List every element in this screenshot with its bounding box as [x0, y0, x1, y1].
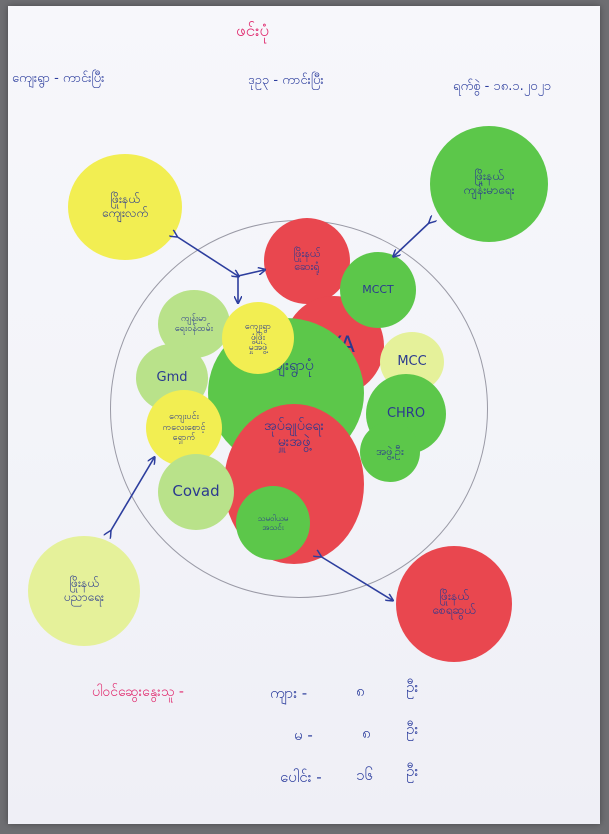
female-unit: ဦး: [406, 720, 419, 738]
outer-circle-bottom-left-label: ဖြိုးနယ် ပညာရေး: [64, 576, 104, 604]
circle-yellow-inner: ကျေးရွာ ဖွံ့ဖြိုး မှုအဖွဲ့: [222, 302, 294, 374]
header-center: ဒုဥ၃ - ကာင်းပြီး: [248, 73, 324, 88]
circle-bottom-green: သမဝါယမ အသင်း: [236, 486, 310, 560]
male-unit: ဦး: [406, 678, 419, 696]
page-title: ဖင်းပုံ: [236, 21, 270, 41]
circle-covad: Covad: [158, 454, 234, 530]
paper-sheet: ဖင်းပုံ ကျေးရွာ - ကာင်းပြီး ဒုဥ၃ - ကာင်း…: [8, 6, 600, 824]
circle-red-top-label: ဖြိုးနယ် ဆေးရုံ: [293, 247, 321, 273]
circle-center-red-label: အုပ်ချုပ်ရေး မှူးအဖွဲ့: [263, 418, 325, 451]
circle-mcct: MCCT: [340, 252, 416, 328]
circle-light-green-topleft-label: ကျန်းမာ ရေးဝန်ထမ်း: [174, 313, 214, 334]
participants-label: ပါဝင်ဆွေးနွေးသူ -: [92, 684, 184, 700]
male-value: ၈: [356, 682, 365, 700]
total-value: ၁၆: [356, 766, 373, 784]
total-unit: ဦး: [406, 762, 419, 780]
circle-bottom-green-label: သမဝါယမ အသင်း: [257, 513, 289, 532]
male-label: ကျား -: [270, 684, 308, 702]
outer-circle-bottom-right: ဖြိုးနယ် စေရဆွယ်: [396, 546, 512, 662]
header-left: ကျေးရွာ - ကာင်းပြီး: [12, 71, 105, 86]
circle-yellow-inner-label: ကျေးရွာ ဖွံ့ဖြိုး မှုအဖွဲ့: [244, 322, 272, 354]
outer-circle-bottom-left: ဖြိုးနယ် ပညာရေး: [28, 536, 140, 646]
circle-chro-label: CHRO: [386, 405, 426, 421]
circle-covad-label: Covad: [172, 482, 220, 501]
female-value: ၈: [362, 724, 371, 742]
outer-circle-top-left: ဖြိုးနယ် ကျေးလက်: [68, 154, 182, 260]
total-label: ပေါင်း -: [280, 768, 322, 786]
circle-mcct-label: MCCT: [362, 282, 394, 296]
outer-circle-bottom-right-label: ဖြိုးနယ် စေရဆွယ်: [432, 589, 476, 617]
circle-red-top: ဖြိုးနယ် ဆေးရုံ: [264, 218, 350, 304]
female-label: မ -: [294, 726, 313, 744]
circle-mcc-label: MCC: [397, 353, 427, 369]
circle-yellow-left-label: ကျေးပင်း ကလေးစောင့် ရှောက်: [162, 412, 206, 444]
outer-circle-top-right-label: ဖြိုးနယ် ကျန်းမာရေး: [463, 169, 515, 197]
circle-small-green-right: အဖွဲ့ဦး: [360, 422, 420, 482]
outer-circle-top-right: ဖြိုးနယ် ကျန်းမာရေး: [430, 126, 548, 242]
circle-small-green-right-label: အဖွဲ့ဦး: [376, 444, 404, 458]
circle-gmd-label: Gmd: [156, 369, 188, 385]
circle-yellow-left: ကျေးပင်း ကလေးစောင့် ရှောက်: [146, 390, 222, 466]
header-date: ရက်စွဲ - ၁၈.၁.၂၀၂၁: [453, 79, 552, 94]
outer-circle-top-left-label: ဖြိုးနယ် ကျေးလက်: [101, 192, 149, 220]
